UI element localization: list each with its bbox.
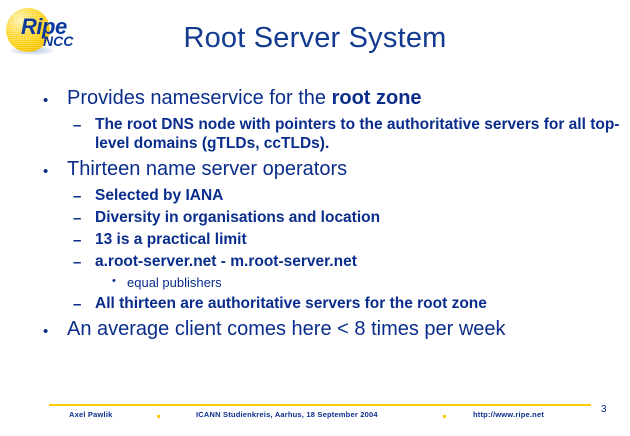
footer-divider [49,404,591,406]
bullet-marker-icon: – [73,117,82,134]
bullet-item-level-2: –Diversity in organisations and location [0,207,630,229]
bullet-text: Provides nameservice for the root zone [67,86,630,111]
slide-body: • Provides nameservice for the root zone –… [0,84,630,345]
bullet-marker-icon: – [73,210,82,227]
bullet-item-level-1: • Thirteen name server operators [0,155,630,185]
bullet-marker-icon: • [43,92,49,109]
bullet-text: Selected by IANA [95,187,224,204]
bullet-marker-icon: – [73,296,82,313]
footer-separator-dot [443,415,446,418]
bullet-item-level-1: • Provides nameservice for the root zone [0,84,630,114]
logo-wordmark: Ripe [21,14,67,39]
logo-subwordmark: NCC [43,33,74,49]
footer-author: Axel Pawlik [69,410,113,419]
bullet-text: 13 is a practical limit [95,231,247,248]
bullet-marker-icon: – [73,188,82,205]
bullet-item-level-2: –Selected by IANA [0,185,630,207]
bullet-text: Diversity in organisations and location [95,209,381,226]
footer-url[interactable]: http://www.ripe.net [473,410,545,419]
bullet-marker-icon: • [43,323,49,340]
bullet-marker-icon: – [73,254,82,271]
bullet-marker-icon: – [73,232,82,249]
bullet-text: An average client comes here < 8 times p… [67,318,506,340]
slide-title: Root Server System [183,22,447,54]
ripe-ncc-logo: Ripe NCC [4,6,108,55]
bullet-item-level-2: –a.root-server.net - m.root-server.net [0,251,630,273]
bullet-item-level-1: • An average client comes here < 8 times … [0,315,630,345]
bullet-marker-icon: • [112,275,116,287]
bullet-text-segment: Provides nameservice for the [67,87,332,109]
logo-sphere-icon [6,8,50,52]
bullet-item-level-2: –The root DNS node with pointers to the … [0,114,630,155]
slide-footer: Axel Pawlik ICANN Studienkreis, Aarhus, … [0,410,630,428]
bullet-item-level-2: –13 is a practical limit [0,229,630,251]
bullet-text: All thirteen are authoritative servers f… [95,295,487,312]
bullet-text: Thirteen name server operators [67,158,348,180]
bullet-text: a.root-server.net - m.root-server.net [95,253,357,270]
footer-separator-dot [157,415,160,418]
bullet-text-emphasis: root zone [331,87,422,109]
page-number: 3 [601,404,607,415]
bullet-text: The root DNS node with pointers to the a… [95,116,620,152]
bullet-item-level-3: • equal publishers [0,273,630,293]
bullet-text: equal publishers [127,275,222,290]
footer-event: ICANN Studienkreis, Aarhus, 18 September… [196,410,378,419]
bullet-marker-icon: • [43,163,49,180]
bullet-item-level-2: –All thirteen are authoritative servers … [0,293,630,315]
